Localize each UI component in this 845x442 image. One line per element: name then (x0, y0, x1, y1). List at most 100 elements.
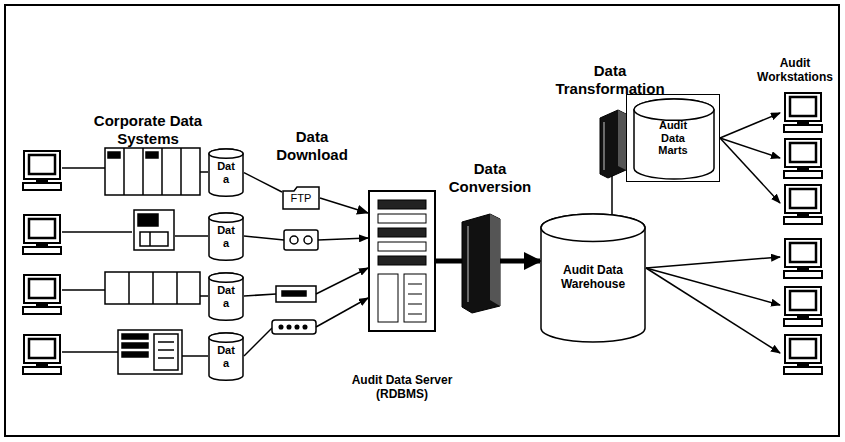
minicomputer (140, 232, 168, 246)
minicomputer (134, 210, 174, 250)
mainframe-cabinet (123, 148, 125, 195)
section-label: Audit Workstations (749, 56, 841, 85)
drive-bay (378, 228, 426, 237)
tower-server (158, 349, 174, 351)
distribution-arrow (720, 113, 780, 138)
node-text: Dat a (214, 284, 238, 309)
mainframe-cabinet (105, 148, 200, 195)
server-rack (176, 272, 178, 304)
node-outline (368, 190, 436, 332)
storage-cylinder: Dat a (208, 149, 244, 196)
workstation-icon (23, 335, 61, 374)
workstation-icon (784, 335, 822, 374)
tower-server (122, 334, 148, 339)
system-link (200, 171, 208, 173)
cylinder-top (209, 149, 243, 158)
node-text: Audit Data Warehouse (551, 264, 635, 292)
modem (287, 325, 291, 329)
tower-server (122, 343, 148, 348)
vent-line (408, 304, 422, 305)
drive-bay (404, 274, 426, 322)
disk-drive (282, 291, 306, 296)
frame (5, 5, 839, 436)
transfer-node: FTP (282, 186, 320, 210)
converter-slab (462, 214, 500, 313)
tape-cassette (290, 236, 298, 244)
node-text: Audit Data Marts (650, 119, 696, 157)
cylinder-shape (209, 333, 243, 380)
server-rack (128, 272, 130, 304)
disk-drive (276, 286, 316, 302)
storage-cylinder: Audit Data Marts (626, 94, 720, 182)
upload-arrow (316, 298, 368, 327)
modem (295, 325, 299, 329)
cylinder-top (209, 333, 243, 342)
minicomputer (138, 214, 158, 226)
storage-cylinder: Dat a (208, 273, 244, 320)
node-text: Dat a (214, 224, 238, 249)
drive-bay (378, 274, 398, 322)
tower-server (154, 334, 178, 370)
disk-drive (276, 286, 316, 302)
storage-cylinder: Audit Data Warehouse (540, 214, 646, 342)
cylinder-shape (541, 214, 645, 342)
workstation-icon (784, 185, 822, 224)
tower-server (118, 330, 182, 374)
storage-cylinder: Dat a (208, 213, 244, 260)
distribution-arrow (720, 138, 780, 203)
server-rack (152, 272, 154, 304)
server-node: Audit Data Server (RDBMS) (368, 190, 436, 332)
folder-shape (283, 187, 319, 209)
system-link (62, 351, 118, 353)
node-caption: Audit Data Server (RDBMS) (346, 374, 458, 402)
cylinder-body (209, 213, 243, 260)
download-link (244, 328, 272, 356)
workstation-icon (784, 239, 822, 278)
workstation-icon (23, 151, 61, 190)
node-text: FTP (284, 192, 318, 205)
cylinder-shape (209, 213, 243, 260)
section-label: Corporate Data Systems (78, 112, 218, 148)
section-label: Data Conversion (438, 160, 542, 196)
cylinder-top (209, 273, 243, 282)
server-shape (369, 191, 435, 331)
modem (279, 325, 283, 329)
system-link (62, 289, 105, 291)
system-link (182, 355, 208, 357)
upload-arrow (316, 238, 368, 327)
mainframe-cabinet (142, 148, 144, 195)
server-body (369, 191, 435, 331)
distribution-arrow (646, 257, 780, 268)
drive-bay (378, 242, 426, 251)
system-link (200, 295, 208, 297)
cylinder-shape (209, 273, 243, 320)
mainframe-cabinet (108, 152, 120, 158)
workstation-icon (23, 93, 822, 374)
system-link (175, 235, 208, 237)
server-rack (105, 272, 200, 304)
vent-line (408, 294, 422, 295)
upload-arrow (318, 238, 368, 240)
modem (303, 325, 307, 329)
distribution-arrow (646, 268, 780, 353)
drive-bay (378, 256, 426, 265)
vent-line (408, 284, 422, 285)
cylinder-shape (634, 99, 714, 179)
flow-connector (244, 173, 282, 192)
converter-slab (467, 226, 469, 302)
cylinder-body (634, 99, 714, 179)
minicomputer (149, 232, 151, 246)
download-link (244, 236, 284, 240)
converter-slab (603, 122, 605, 170)
node-text: Dat a (214, 160, 238, 185)
section-label: Data Transformation (540, 62, 680, 98)
tower-server (122, 352, 148, 357)
cylinder-shape (209, 149, 243, 196)
mainframe-cabinet (180, 148, 182, 195)
workstation-icon (784, 139, 822, 178)
cylinder-body (541, 214, 645, 342)
tower-server (118, 330, 182, 374)
drive-bay (378, 214, 426, 223)
modem (272, 320, 316, 334)
cylinder-top (634, 99, 714, 120)
